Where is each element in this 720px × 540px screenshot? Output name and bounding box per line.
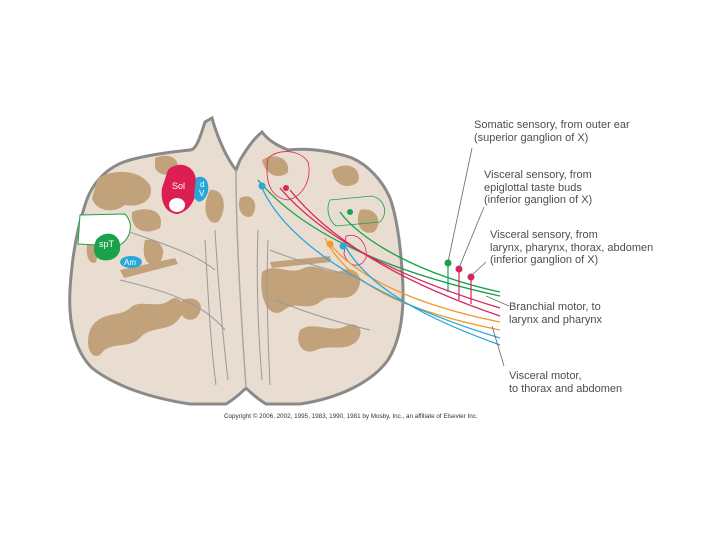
label-visceral-sensory-taste: Visceral sensory, from epiglottal taste … [484,169,592,207]
label-line: (superior ganglion of X) [474,131,589,144]
ganglion-cells [444,259,475,304]
am-label: Am [124,258,136,267]
label-line: Somatic sensory, from outer ear [474,119,630,131]
spinal-trigeminal-nucleus [94,233,121,261]
sol-label: Sol [172,181,186,191]
fiber-visceral-motor-2 [344,245,501,346]
v-nucleus-label-top: d [200,180,205,189]
fiber-somatic-sensory [257,179,501,297]
medulla-section [68,115,405,406]
midline-fissure [235,169,247,389]
label-visceral-motor: Visceral motor, to thorax and abdomen [509,370,622,395]
leader-lines [447,147,510,367]
label-line: Visceral motor, [509,370,582,382]
gray-matter-left [86,155,224,356]
label-visceral-sensory-organs: Visceral sensory, from larynx, pharynx, … [490,229,653,267]
label-line: Branchial motor, to [509,301,601,313]
spt-region-right-outline [327,195,386,227]
nucleus-solitarius-core [169,198,185,212]
label-line: epiglottal taste buds [484,181,582,194]
label-line: Visceral sensory, from [490,229,598,241]
fiber-branchial-motor-2 [324,237,501,331]
fiber-visceral-sensory-2 [289,189,501,317]
solitary-region-right-outline [266,151,310,201]
gray-matter-right [238,156,379,352]
cell-bodies [258,182,353,250]
label-line: to thorax and abdomen [509,382,623,395]
label-line: larynx and pharynx [509,313,602,326]
copyright-notice: Copyright © 2006, 2002, 1995, 1983, 1990… [224,413,478,420]
label-branchial-motor: Branchial motor, to larynx and pharynx [509,301,602,326]
label-line: (inferior ganglion of X) [484,194,593,206]
label-somatic-sensory: Somatic sensory, from outer ear (superio… [474,119,630,144]
fiber-branchial-motor [329,243,501,323]
internal-tracts [109,224,371,386]
spt-label: spT [99,239,115,249]
label-line: Visceral sensory, from [484,169,592,181]
fiber-visceral-motor [261,187,501,339]
vagal-region-right-outline [343,234,367,266]
label-line: (inferior ganglion of X) [490,254,599,266]
dorsal-motor-nucleus-vagus [194,176,209,202]
fiber-somatic-sensory-2 [339,211,501,293]
label-line: larynx, pharynx, thorax, abdomen [490,241,654,254]
nucleus-ambiguus [120,256,142,268]
v-nucleus-label-bottom: V [199,189,205,198]
vagus-fibers [257,179,501,346]
